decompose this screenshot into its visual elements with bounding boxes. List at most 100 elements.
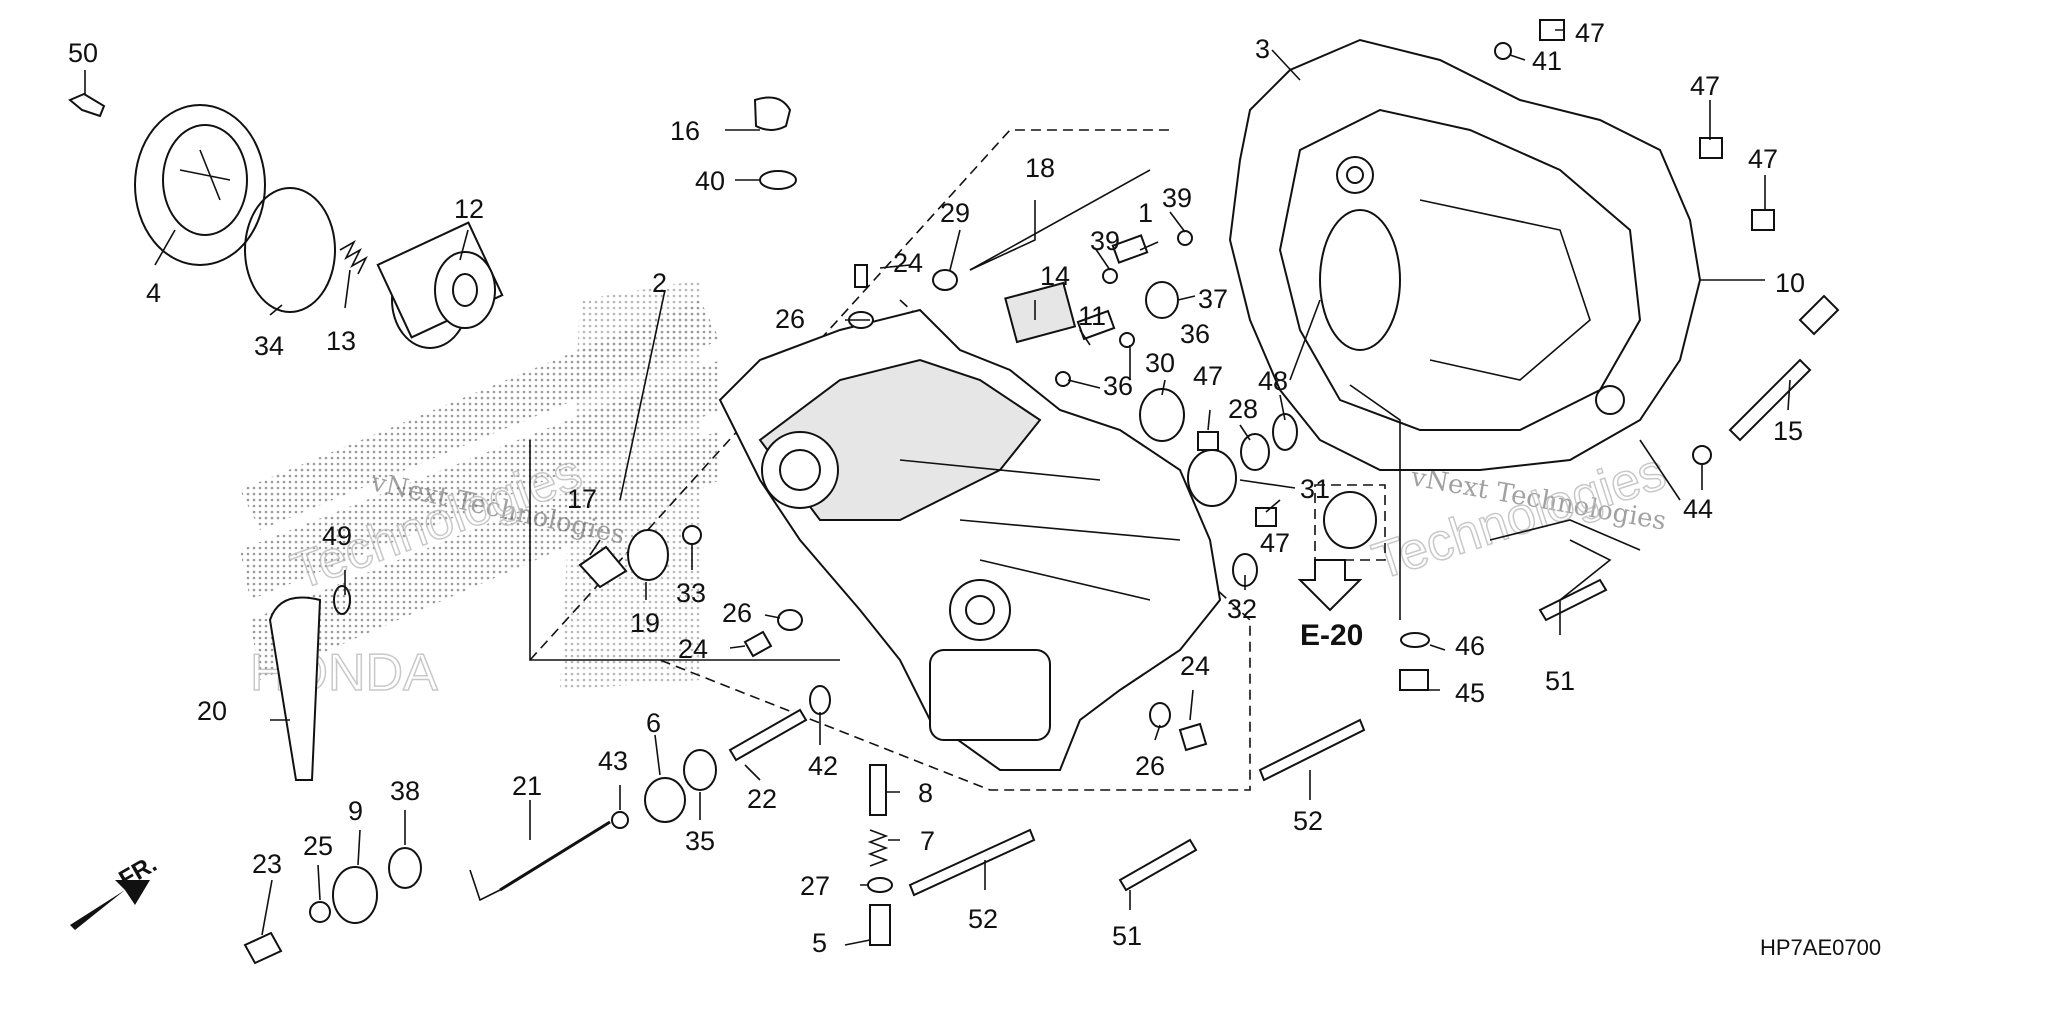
valve-6 [644, 777, 686, 823]
spring-7 [867, 829, 889, 867]
bolt-45 [1399, 669, 1429, 691]
part-label-42: 42 [808, 751, 838, 781]
part-label-8: 8 [918, 778, 933, 808]
part-label-49: 49 [322, 521, 352, 551]
bolt-52a [1258, 718, 1366, 782]
part-label-51b: 51 [1112, 921, 1142, 951]
part-label-24b: 24 [678, 634, 708, 664]
part-label-20: 20 [197, 696, 227, 726]
part-label-5: 5 [812, 928, 827, 958]
part-label-47d: 47 [1690, 71, 1720, 101]
part-label-41: 41 [1532, 46, 1562, 76]
seal-reference [1323, 491, 1377, 549]
part-label-44: 44 [1683, 494, 1713, 524]
part-17 [578, 545, 628, 589]
part-label-36a: 36 [1180, 319, 1210, 349]
circlip-48 [1272, 413, 1298, 451]
part-label-4: 4 [146, 278, 161, 308]
part-label-39b: 39 [1090, 226, 1120, 256]
part-label-10: 10 [1775, 268, 1805, 298]
part-label-17: 17 [567, 484, 597, 514]
reference-label: E-20 [1300, 619, 1363, 652]
washer-27 [867, 877, 893, 893]
part-labels: 50 4 34 13 12 2 16 40 18 29 24 26 14 1 3… [68, 18, 1805, 958]
hose-20 [268, 596, 322, 781]
part-label-16: 16 [670, 116, 700, 146]
left-crankcase [718, 308, 1222, 771]
part-label-14: 14 [1040, 261, 1070, 291]
part-label-23: 23 [252, 849, 282, 879]
part-label-48: 48 [1258, 366, 1288, 396]
washer-26b [777, 609, 803, 631]
part-label-39a: 39 [1162, 183, 1192, 213]
part-label-30: 30 [1145, 348, 1175, 378]
o-ring-38 [388, 847, 422, 889]
part-label-29: 29 [940, 198, 970, 228]
washer-26c [1149, 702, 1171, 728]
part-label-26b: 26 [722, 598, 752, 628]
part-label-26c: 26 [1135, 751, 1165, 781]
dowel-47b [1255, 507, 1277, 527]
leader-lines [84, 29, 1791, 946]
sensor-23 [243, 931, 283, 965]
diagram-code: HP7AE0700 [1760, 935, 1881, 960]
part-label-11: 11 [1078, 301, 1106, 331]
assembly-frame-left [529, 440, 840, 661]
bolt-24b [743, 630, 773, 658]
part-label-21: 21 [512, 771, 542, 801]
oil-filter-12 [376, 221, 504, 349]
seal-19 [627, 529, 669, 581]
reference-arrow-icon [1297, 559, 1363, 612]
part-label-34: 34 [254, 331, 284, 361]
part-label-47e: 47 [1748, 144, 1778, 174]
part-label-33: 33 [676, 578, 706, 608]
dipstick-head-15 [1798, 294, 1840, 336]
cap-16 [753, 96, 792, 131]
part-label-27: 27 [800, 871, 830, 901]
washer-29 [932, 269, 958, 291]
ring-35 [683, 749, 717, 791]
part-label-24c: 24 [1180, 651, 1210, 681]
reference-box [1314, 484, 1386, 561]
washer-41 [1494, 42, 1512, 60]
part-label-35: 35 [685, 826, 715, 856]
pin-1 [1111, 234, 1149, 264]
o-ring-37 [1145, 281, 1179, 319]
part-label-47b: 47 [1260, 528, 1290, 558]
part-label-25: 25 [303, 831, 333, 861]
part-label-43: 43 [598, 746, 628, 776]
part-label-15: 15 [1773, 416, 1803, 446]
washer-39a [1177, 230, 1193, 246]
washer-44 [1692, 445, 1712, 465]
oil-filter-cover [134, 104, 266, 266]
part-label-24: 24 [893, 248, 923, 278]
plug-5 [869, 904, 891, 946]
part-label-37: 37 [1198, 284, 1228, 314]
part-label-36b: 36 [1103, 371, 1133, 401]
part-label-31: 31 [1300, 474, 1330, 504]
part-label-18: 18 [1025, 153, 1055, 183]
shaft-18 [969, 169, 1151, 271]
bolt-24a [854, 264, 868, 288]
part-label-46: 46 [1455, 631, 1485, 661]
part-label-47a: 47 [1193, 361, 1223, 391]
washer-36a [1119, 332, 1135, 348]
assembly-frame [529, 129, 1251, 791]
washer-46 [1400, 632, 1430, 648]
part-label-45: 45 [1455, 678, 1485, 708]
front-arrow-icon [70, 880, 150, 930]
part-label-52b: 52 [968, 904, 998, 934]
ring-28 [1240, 433, 1270, 471]
clip-49 [333, 585, 351, 615]
part-label-38: 38 [390, 776, 420, 806]
washer-42 [809, 685, 831, 715]
pipe-22 [728, 708, 808, 762]
part-label-22: 22 [747, 784, 777, 814]
part-label-6: 6 [646, 708, 661, 738]
o-ring-34 [244, 187, 336, 313]
part-label-26: 26 [775, 304, 805, 334]
spring-13 [339, 239, 368, 275]
switch-9 [332, 866, 378, 924]
part-label-12: 12 [454, 194, 484, 224]
